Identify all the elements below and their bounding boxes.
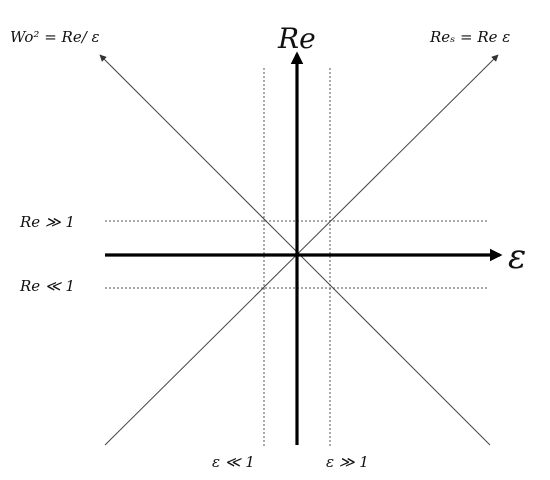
diagonal-wo-line xyxy=(99,54,491,446)
eps-high-label: ε ≫ 1 xyxy=(326,453,369,471)
eps-low-label: ε ≪ 1 xyxy=(212,453,255,471)
epsilon-axis-label: ε xyxy=(508,237,526,277)
wo-label: Wo² = Re/ ε xyxy=(10,28,100,46)
re-axis-label: Re xyxy=(277,22,316,55)
re-low-label: Re ≪ 1 xyxy=(19,277,75,295)
diagonal-res-line xyxy=(104,54,499,446)
res-label: Reₛ = Re ε xyxy=(429,28,510,46)
re-high-label: Re ≫ 1 xyxy=(19,213,75,231)
